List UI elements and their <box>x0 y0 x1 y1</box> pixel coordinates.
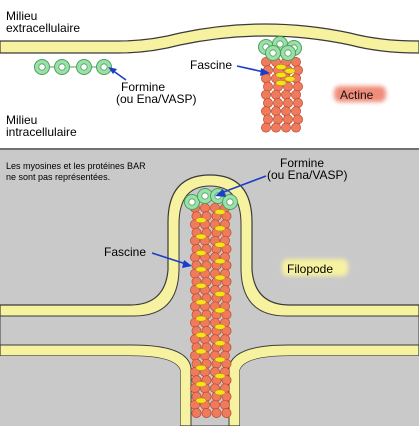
fascin-protein <box>195 266 207 273</box>
top-panel: Milieu extracellulaire Milieu intracellu… <box>0 9 419 139</box>
actin-monomer <box>220 399 230 410</box>
fascin-protein <box>195 299 207 306</box>
fascin-protein <box>195 233 207 240</box>
bottom-panel: Les myosines et les protéines BAR ne son… <box>0 150 419 426</box>
formin-unit-hole <box>80 63 88 71</box>
actin-monomer <box>293 114 303 125</box>
fascin-protein <box>214 307 226 314</box>
fascin-protein <box>214 323 226 330</box>
fascin-protein <box>214 274 226 281</box>
actin-monomer <box>271 106 281 117</box>
formin-cap-unit-hole <box>226 198 234 206</box>
actin-monomer <box>191 408 202 418</box>
arrow-formine-bottom <box>215 175 267 197</box>
fascin-protein <box>275 64 287 70</box>
fascin-protein <box>195 332 207 338</box>
fascin-protein <box>195 282 207 289</box>
svg-text:Filopode: Filopode <box>287 262 333 276</box>
actin-monomer <box>271 122 281 133</box>
actin-monomer <box>261 106 271 117</box>
actin-monomer <box>261 122 271 133</box>
fascin-protein <box>195 250 207 256</box>
actin-monomer <box>283 98 293 108</box>
note-myosines: Les myosines et les protéines BAR ne son… <box>6 161 148 182</box>
fascin-protein <box>214 389 226 396</box>
actin-monomer <box>273 114 283 125</box>
actin-monomer <box>201 408 212 418</box>
fascin-protein <box>214 209 226 215</box>
label-milieu-extracellulaire: Milieu extracellulaire <box>6 9 80 35</box>
formin-unit-hole <box>38 63 46 71</box>
fascin-protein <box>284 76 296 82</box>
fascin-protein <box>214 241 226 248</box>
actin-monomer <box>291 106 301 117</box>
fascin-bundle <box>275 64 296 86</box>
label-fascine-bottom: Fascine <box>104 245 146 259</box>
fascin-protein <box>214 340 226 347</box>
label-fascine-top: Fascine <box>190 58 232 72</box>
actin-monomer <box>271 89 281 100</box>
formin-cap-unit-hole <box>276 40 284 48</box>
actin-monomer <box>281 89 291 100</box>
label-filopode: Filopode <box>282 259 348 276</box>
fascin-protein <box>214 373 226 379</box>
actin-monomer <box>261 73 271 84</box>
fascin-protein <box>214 291 226 297</box>
actin-monomer <box>211 408 222 418</box>
actin-monomer <box>261 89 271 100</box>
fascin-protein <box>195 315 207 322</box>
formin-cap-unit-hole <box>269 49 277 57</box>
label-formine-top: Formine (ou Ena/VASP) <box>116 80 196 106</box>
actin-monomer <box>263 98 273 108</box>
actin-monomer <box>210 399 220 410</box>
fascin-protein <box>195 381 207 388</box>
label-actine: Actine <box>334 86 386 102</box>
actin-monomer <box>200 203 210 213</box>
fascin-protein <box>214 258 226 265</box>
formin-cap-unit-hole <box>201 192 209 200</box>
svg-text:Actine: Actine <box>340 88 374 102</box>
fascin-protein <box>275 72 287 78</box>
extracellular-bottom <box>0 356 419 426</box>
formin-cap-unit-hole <box>188 198 196 206</box>
fascin-protein <box>195 217 207 224</box>
actin-monomer <box>293 81 303 92</box>
arrow-fascine-top <box>236 65 270 76</box>
fascin-protein <box>214 356 226 363</box>
fascin-protein <box>275 80 287 86</box>
fascin-protein <box>214 225 226 232</box>
label-formine-bottom: Formine (ou Ena/VASP) <box>267 156 347 182</box>
actin-monomer <box>281 122 291 133</box>
formin-chain <box>34 59 112 75</box>
formin-cap <box>258 36 302 61</box>
arrow-formine-top <box>108 67 127 81</box>
actin-monomer <box>221 408 232 418</box>
arrow-fascine-bottom <box>151 252 192 268</box>
actin-monomer <box>273 98 283 108</box>
label-milieu-intracellulaire: Milieu intracellulaire <box>6 113 77 139</box>
fascin-protein <box>284 68 296 74</box>
fascin-protein <box>195 348 207 355</box>
formin-cap-unit-hole <box>284 49 292 57</box>
fascin-protein <box>195 397 207 404</box>
actin-monomer <box>263 81 273 92</box>
actin-monomer <box>283 114 293 125</box>
formin-unit-hole <box>100 63 108 71</box>
top-membrane <box>0 23 419 54</box>
fascin-protein <box>195 364 207 371</box>
actin-monomer <box>291 89 301 100</box>
actin-monomer <box>293 98 303 108</box>
filopode-fascin-bundle <box>195 209 226 404</box>
actin-monomer <box>291 122 301 133</box>
formin-unit-hole <box>58 63 66 71</box>
actin-monomer <box>281 106 291 117</box>
actin-monomer <box>263 114 273 125</box>
